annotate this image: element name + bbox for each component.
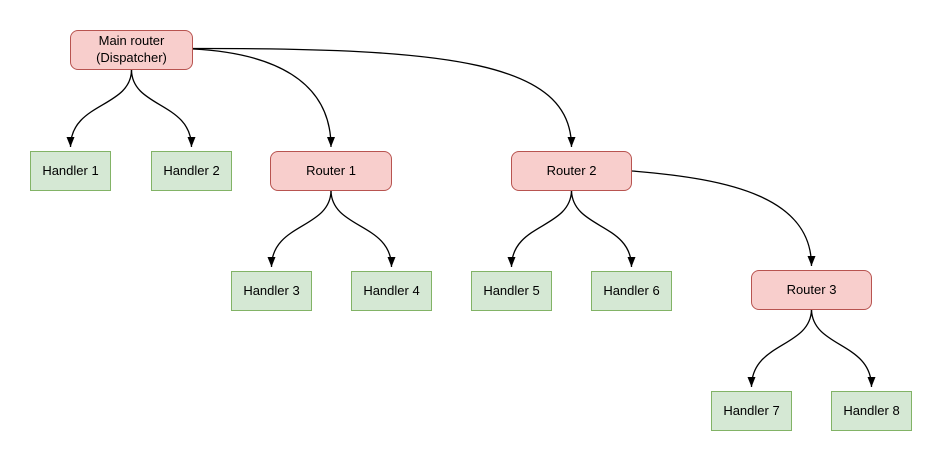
node-router-2: Router 2 xyxy=(511,151,632,191)
node-router-3: Router 3 xyxy=(751,270,872,310)
edge-router-2-to-router-3 xyxy=(631,170,816,267)
edge-router-2-to-handler-6 xyxy=(570,190,636,268)
edge-main-router-to-router-1 xyxy=(192,48,335,148)
node-main-router: Main router (Dispatcher) xyxy=(70,30,193,70)
node-handler-8: Handler 8 xyxy=(831,391,912,431)
edge-router-3-to-handler-8 xyxy=(810,309,876,388)
node-router-2-label: Router 2 xyxy=(546,162,597,178)
node-handler-3: Handler 3 xyxy=(231,271,312,311)
node-router-3-label: Router 3 xyxy=(786,281,837,297)
node-handler-5: Handler 5 xyxy=(471,271,552,311)
edge-router-2-to-handler-5 xyxy=(507,190,573,268)
edge-main-router-to-handler-2 xyxy=(130,69,196,148)
edge-router-1-to-handler-4 xyxy=(330,190,396,268)
node-handler-6: Handler 6 xyxy=(591,271,672,311)
node-handler-1: Handler 1 xyxy=(30,151,111,191)
node-handler-4-label: Handler 4 xyxy=(363,282,420,298)
edge-main-router-to-router-2 xyxy=(192,47,576,148)
node-handler-1-label: Handler 1 xyxy=(42,162,99,178)
node-handler-2: Handler 2 xyxy=(151,151,232,191)
node-router-1: Router 1 xyxy=(270,151,392,191)
node-handler-3-label: Handler 3 xyxy=(243,282,300,298)
node-main-router-label: Main router (Dispatcher) xyxy=(96,33,167,65)
node-router-1-label: Router 1 xyxy=(306,162,356,178)
node-handler-2-label: Handler 2 xyxy=(163,162,220,178)
node-handler-4: Handler 4 xyxy=(351,271,432,311)
node-handler-5-label: Handler 5 xyxy=(483,282,540,298)
edge-main-router-to-handler-1 xyxy=(66,69,133,148)
node-handler-6-label: Handler 6 xyxy=(603,282,660,298)
node-handler-7: Handler 7 xyxy=(711,391,792,431)
edge-router-1-to-handler-3 xyxy=(267,190,332,268)
node-handler-7-label: Handler 7 xyxy=(723,402,780,418)
edge-router-3-to-handler-7 xyxy=(747,309,813,388)
node-handler-8-label: Handler 8 xyxy=(843,402,900,418)
